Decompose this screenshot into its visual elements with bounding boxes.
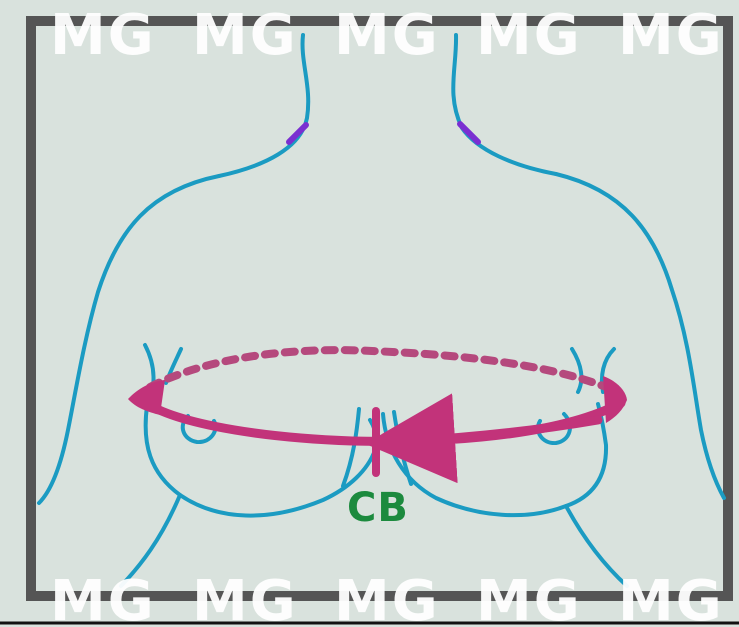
svg-text:MG: MG xyxy=(334,569,440,627)
svg-text:MG: MG xyxy=(334,3,440,68)
svg-text:MG: MG xyxy=(476,569,582,627)
svg-text:MG: MG xyxy=(618,3,724,68)
svg-text:MG: MG xyxy=(50,3,156,68)
watermark-top: MG MG MG MG MG xyxy=(50,3,724,68)
svg-text:MG: MG xyxy=(618,569,724,627)
svg-text:MG: MG xyxy=(192,3,298,68)
svg-text:MG: MG xyxy=(192,569,298,627)
svg-text:MG: MG xyxy=(476,3,582,68)
svg-text:MG: MG xyxy=(50,569,156,627)
measurement-label: CB xyxy=(347,485,409,531)
watermark-bottom: MG MG MG MG MG xyxy=(50,569,724,627)
